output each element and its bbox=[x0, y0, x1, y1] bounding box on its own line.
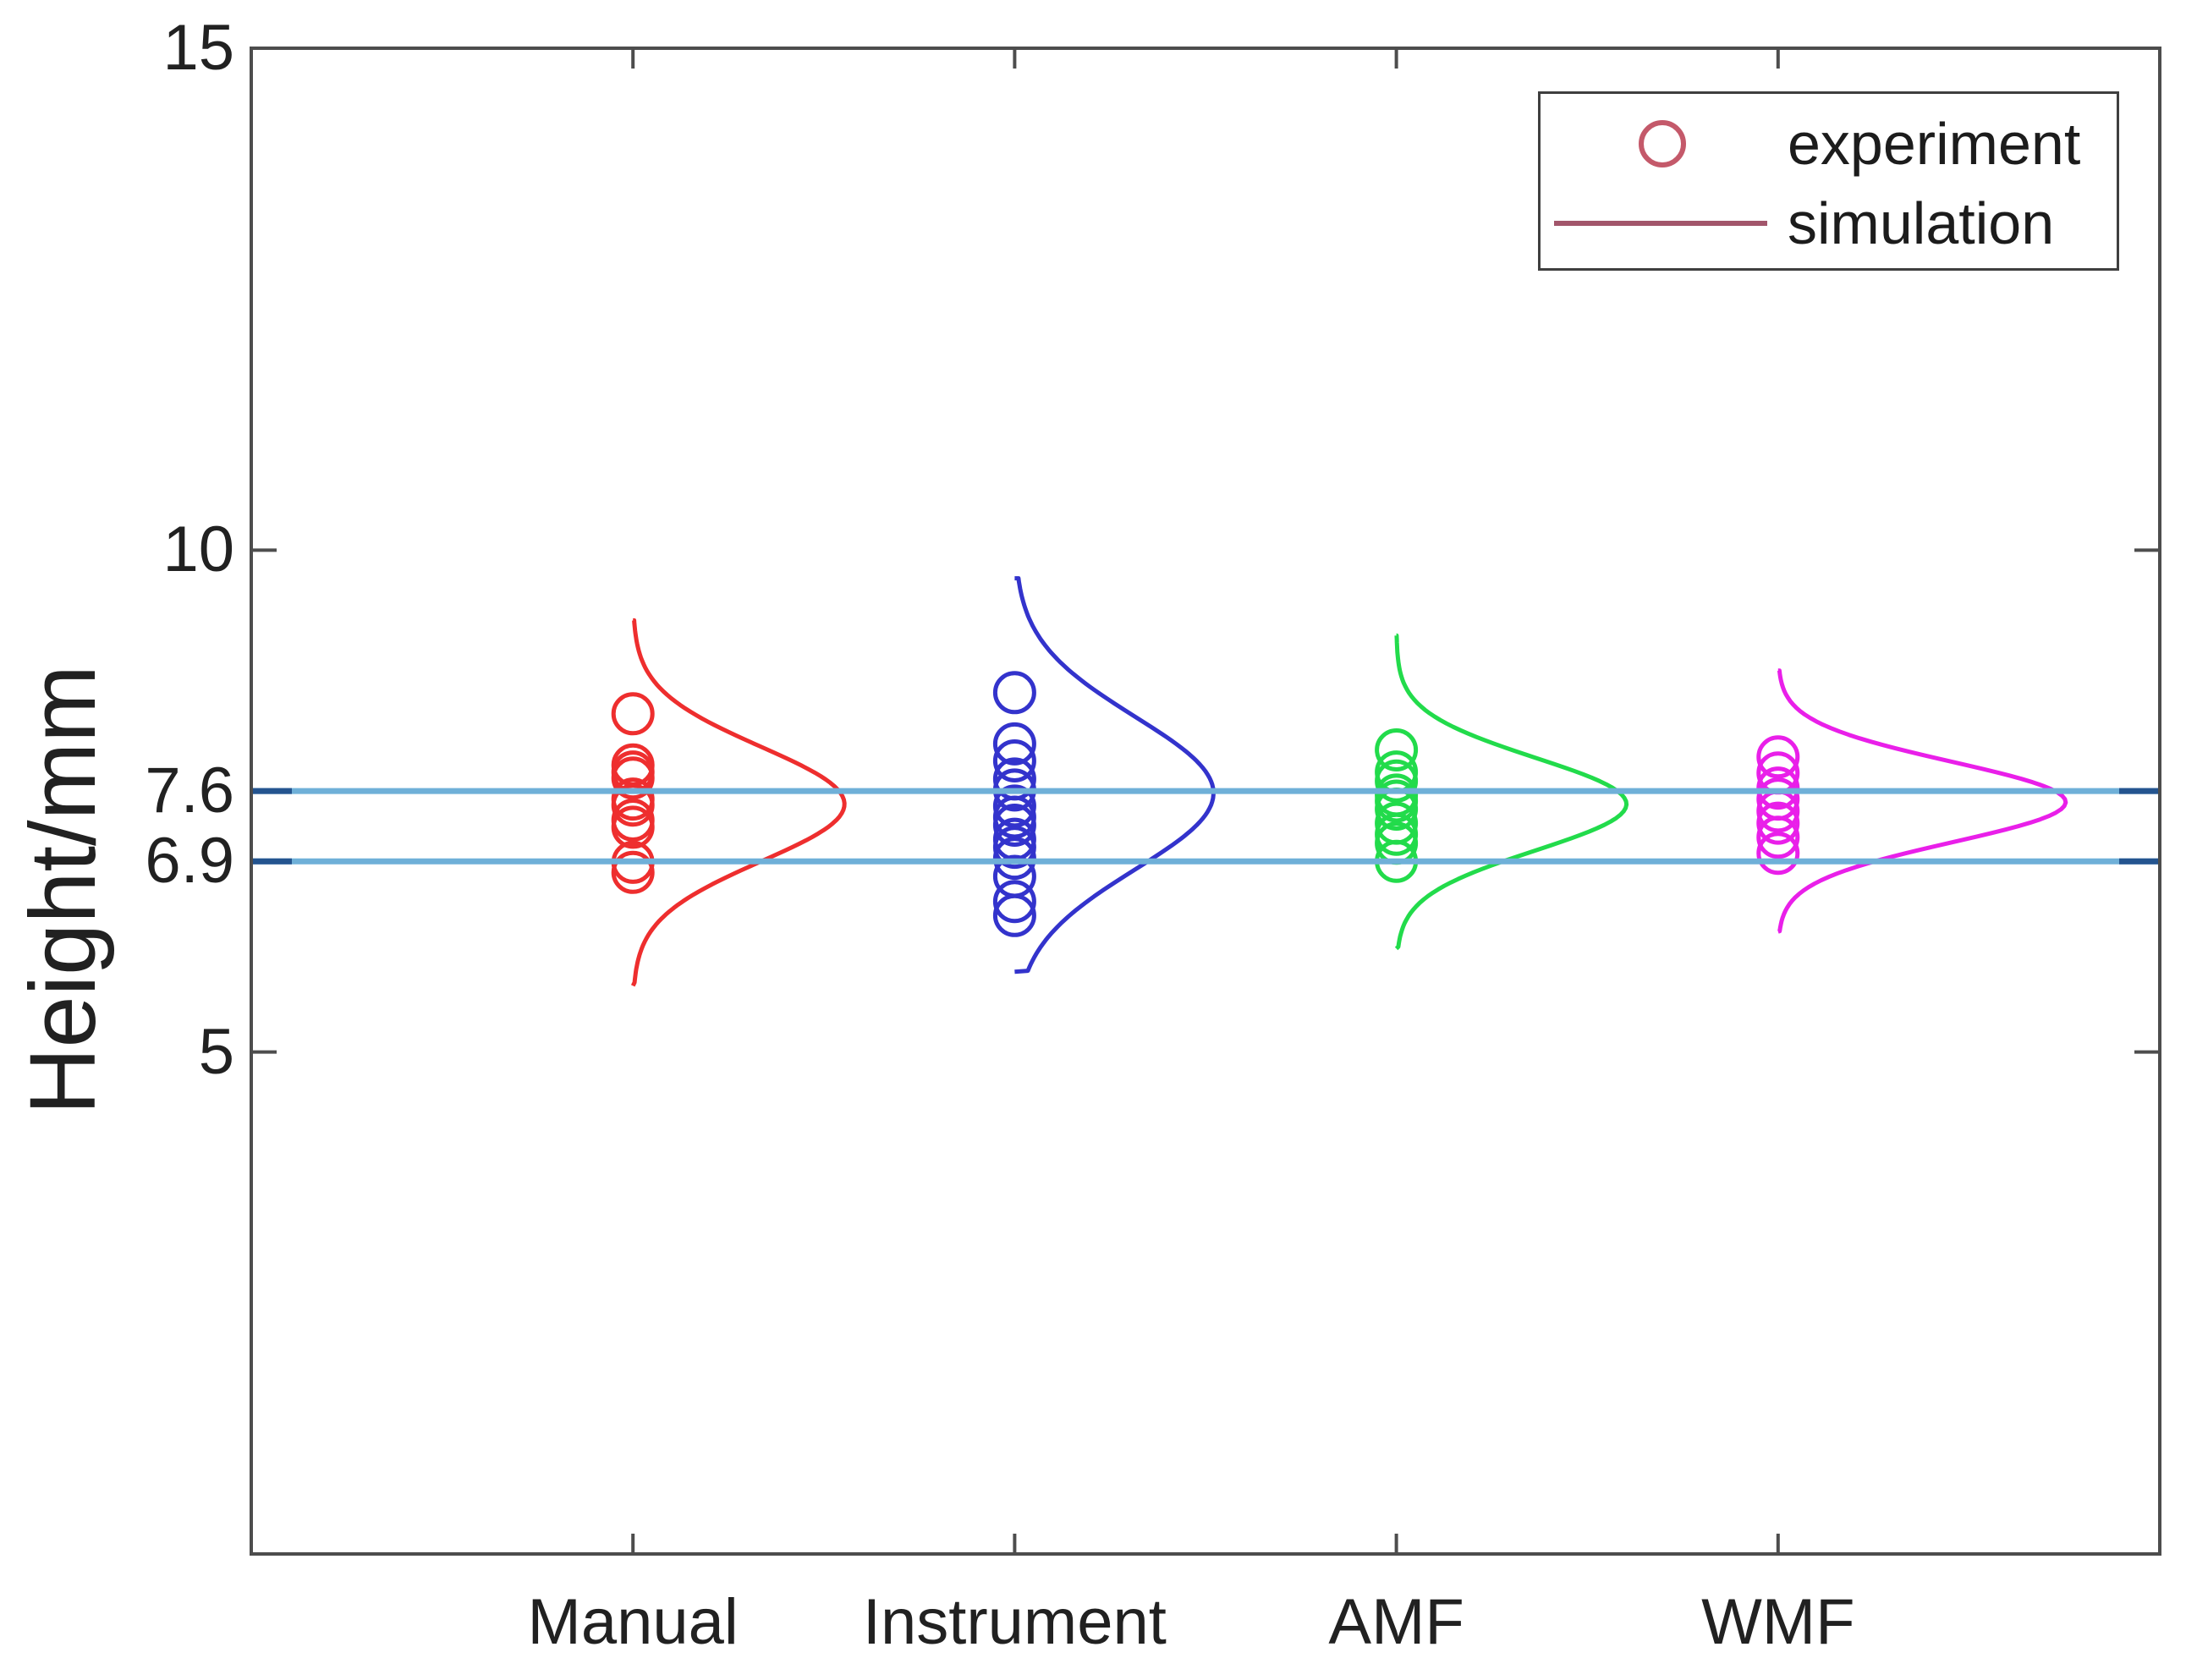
y-tick-label-10: 10 bbox=[162, 513, 234, 586]
legend-label-simulation: simulation bbox=[1788, 190, 2055, 256]
simulation-curve bbox=[1777, 668, 2068, 934]
x-tick-label-amf: AMF bbox=[1328, 1586, 1464, 1658]
experiment-point bbox=[1756, 801, 1800, 845]
experiment-point bbox=[1375, 759, 1419, 803]
experiment-point bbox=[992, 804, 1036, 847]
simulation-curve bbox=[630, 618, 847, 987]
x-tick-label-manual: Manual bbox=[527, 1586, 739, 1658]
experiment-point bbox=[1375, 728, 1419, 771]
y-tick-label-6-9: 6.9 bbox=[145, 825, 234, 898]
experiment-point bbox=[992, 671, 1036, 715]
experiment-point bbox=[1756, 815, 1800, 859]
x-tick-label-wmf: WMF bbox=[1701, 1586, 1855, 1658]
experiment-point bbox=[611, 805, 655, 849]
plot-border bbox=[250, 47, 2161, 1556]
simulation-line-icon bbox=[1554, 221, 1767, 226]
experiment-point bbox=[992, 722, 1036, 766]
legend-row-simulation: simulation bbox=[1541, 184, 2117, 263]
y-tick-label-15: 15 bbox=[162, 12, 234, 84]
experiment-point bbox=[992, 826, 1036, 870]
experiment-point bbox=[1756, 735, 1800, 779]
x-tick-label-instrument: Instrument bbox=[862, 1586, 1167, 1658]
y-tick-label-7-6: 7.6 bbox=[145, 755, 234, 827]
legend-label-experiment: experiment bbox=[1788, 111, 2081, 177]
experiment-point bbox=[992, 893, 1036, 937]
experiment-point bbox=[992, 837, 1036, 881]
experiment-point bbox=[611, 692, 655, 736]
experiment-point bbox=[992, 880, 1036, 924]
y-tick-label-5: 5 bbox=[198, 1015, 234, 1088]
experiment-point bbox=[992, 739, 1036, 782]
legend-row-experiment: experiment bbox=[1541, 104, 2117, 184]
experiment-point bbox=[992, 784, 1036, 828]
experiment-point bbox=[611, 850, 655, 894]
experiment-point bbox=[611, 783, 655, 827]
experiment-marker-icon bbox=[1639, 120, 1686, 167]
experiment-point bbox=[1756, 832, 1800, 876]
legend: experiment simulation bbox=[1538, 91, 2119, 271]
simulation-curve bbox=[1014, 576, 1216, 975]
experiment-point bbox=[611, 756, 655, 800]
